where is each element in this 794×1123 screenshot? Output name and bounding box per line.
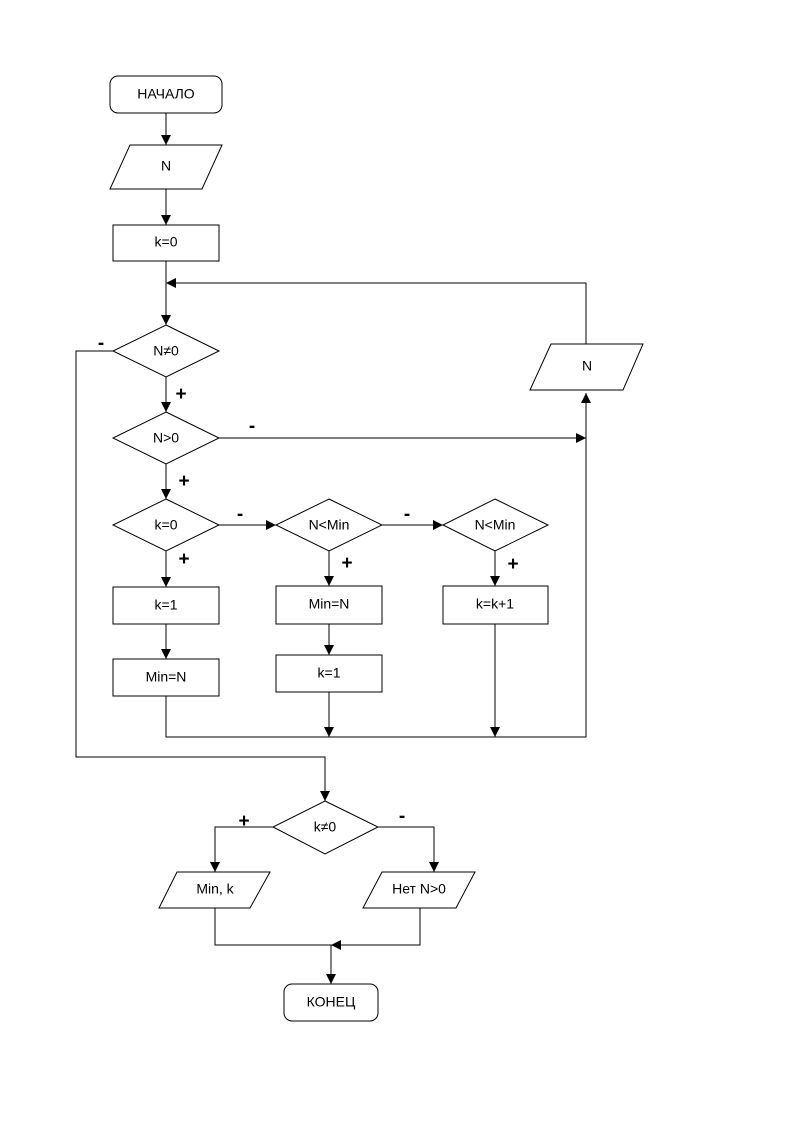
decision-shape: [111, 498, 221, 552]
node-end-label: КОНЕЦ: [307, 994, 356, 1010]
node-output-none: Нет N>0: [362, 871, 476, 909]
node-set-min-a: Min=N: [112, 658, 220, 697]
node-start-label: НАЧАЛО: [137, 86, 195, 102]
node-input-n-loop: N: [529, 343, 644, 391]
edge-knonzero-no: [378, 826, 439, 872]
branch-signs: - + - + - - + + + + -: [98, 333, 519, 832]
decision-shape: [271, 800, 380, 855]
node-set-k-one-b-label: k=1: [318, 665, 341, 681]
sign-kzero-yes: +: [178, 549, 189, 570]
edge-output-right-merge: [331, 908, 421, 950]
sign-lessmin1-yes: +: [341, 553, 352, 574]
decision-shape: [274, 498, 384, 552]
terminal-shape: [283, 983, 379, 1022]
node-output-min-k-label: Min, k: [196, 881, 234, 897]
terminal-shape: [109, 75, 223, 114]
io-shape: [362, 871, 476, 909]
node-cond-n-less-min-2-label: N<Min: [475, 517, 516, 533]
node-init-k-label: k=0: [155, 234, 178, 250]
process-shape: [442, 585, 549, 625]
sign-positive-no: -: [249, 416, 255, 437]
node-cond-n-less-min-1-label: N<Min: [309, 517, 350, 533]
sign-lessmin2-yes: +: [507, 554, 518, 575]
process-shape: [275, 654, 383, 693]
node-input-n-label: N: [161, 158, 171, 174]
node-cond-n-positive-label: N>0: [153, 430, 179, 446]
node-cond-n-positive: N>0: [111, 411, 221, 465]
node-cond-n-less-min-1: N<Min: [274, 498, 384, 552]
node-cond-k-nonzero: k≠0: [271, 800, 380, 855]
node-init-k: k=0: [112, 224, 220, 262]
connectors: [75, 113, 591, 984]
io-shape: [109, 144, 223, 190]
edge-knonzero-yes: [210, 826, 273, 872]
node-cond-k-zero: k=0: [111, 498, 221, 552]
edge-loop-back: [166, 278, 587, 344]
edge-output-left-merge: [214, 908, 336, 984]
sign-knonzero-yes: +: [238, 811, 249, 832]
node-cond-k-nonzero-label: k≠0: [314, 819, 337, 835]
node-set-k-one-a-label: k=1: [155, 597, 178, 613]
sign-lessmin1-no: -: [404, 504, 410, 525]
node-cond-k-zero-label: k=0: [155, 517, 178, 533]
node-set-min-b-label: Min=N: [309, 596, 350, 612]
node-set-k-one-b: k=1: [275, 654, 383, 693]
node-input-n: N: [109, 144, 223, 190]
sign-nonzero-yes: +: [175, 384, 186, 405]
node-output-none-label: Нет N>0: [392, 881, 446, 897]
sign-nonzero-no: -: [98, 333, 104, 354]
process-shape: [112, 586, 220, 625]
decision-shape: [111, 324, 221, 378]
sign-positive-yes: +: [178, 471, 189, 492]
node-set-min-a-label: Min=N: [146, 669, 187, 685]
node-cond-n-less-min-2: N<Min: [441, 498, 550, 552]
node-inc-k-label: k=k+1: [476, 596, 514, 612]
node-inc-k: k=k+1: [442, 585, 549, 625]
process-shape: [112, 224, 220, 262]
decision-shape: [441, 498, 550, 552]
node-start: НАЧАЛО: [109, 75, 223, 114]
edge-merge-bottom: [165, 393, 591, 738]
node-set-k-one-a: k=1: [112, 586, 220, 625]
node-input-n-loop-label: N: [582, 358, 592, 374]
edge-nonzero-no: [75, 350, 330, 801]
sign-knonzero-no: -: [399, 806, 405, 827]
node-set-min-b: Min=N: [275, 585, 383, 625]
node-end: КОНЕЦ: [283, 983, 379, 1022]
io-shape: [158, 871, 271, 909]
decision-shape: [111, 411, 221, 465]
node-output-min-k: Min, k: [158, 871, 271, 909]
process-shape: [112, 658, 220, 697]
node-cond-n-nonzero: N≠0: [111, 324, 221, 378]
sign-kzero-no: -: [237, 504, 243, 525]
process-shape: [275, 585, 383, 625]
io-shape: [529, 343, 644, 391]
node-cond-n-nonzero-label: N≠0: [153, 343, 179, 359]
